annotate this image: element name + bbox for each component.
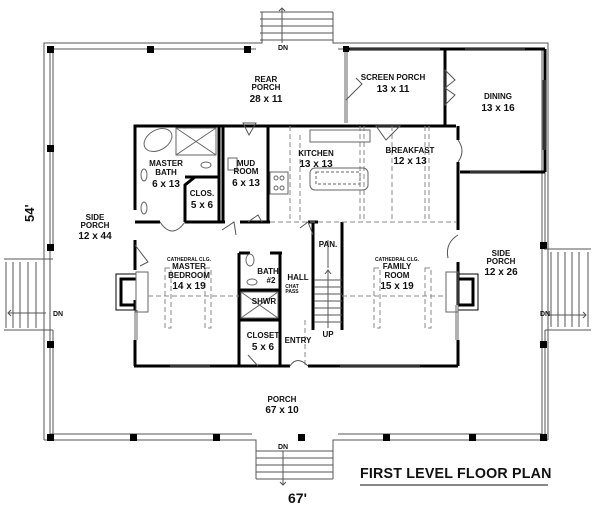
fireplace-left — [115, 271, 149, 313]
overall-depth-dimension: 54' — [22, 204, 37, 222]
room-dim: 12 x 44 — [78, 231, 112, 242]
overall-width-dimension: 67' — [288, 490, 307, 506]
room-master-bedroom: CATHEDRAL CLG. MASTER BEDROOM 14 x 19 — [167, 257, 212, 292]
room-dim: 5 x 6 — [191, 200, 214, 211]
room-dining: DINING 13 x 16 — [481, 92, 515, 114]
room-note: CATHEDRAL CLG. — [375, 257, 420, 263]
porch-columns — [47, 46, 547, 441]
room-name: FAMILY — [383, 262, 412, 271]
room-side-porch-left: SIDE PORCH 12 x 44 — [78, 213, 112, 242]
rear-stairs-dn-label: DN — [278, 45, 288, 52]
room-dim: 67 x 10 — [265, 405, 299, 416]
room-name: PORCH — [268, 395, 297, 404]
room-name: SIDE — [86, 213, 105, 222]
room-hall: HALL CHAT PASS — [285, 273, 309, 295]
room-name: CLOSET — [247, 331, 280, 340]
room-pantry: PAN. — [319, 240, 338, 249]
room-breakfast: BREAKFAST 12 x 13 — [386, 146, 435, 167]
doors — [134, 68, 463, 367]
left-railing — [49, 49, 54, 434]
room-name: ROOM — [385, 271, 410, 280]
room-name: PORCH — [81, 221, 110, 230]
room-name: SHWR — [252, 297, 277, 306]
interior-stair — [314, 240, 342, 328]
room-dim: 6 x 13 — [232, 178, 260, 189]
room-dim: 12 x 26 — [484, 267, 518, 278]
room-name: BATH — [257, 267, 279, 276]
kitchen-fixtures — [269, 129, 371, 195]
windows — [134, 48, 546, 367]
room-kitchen: KITCHEN 13 x 13 — [298, 149, 334, 170]
room-dim: 28 x 11 — [250, 94, 283, 105]
room-dim: 13 x 16 — [481, 103, 515, 114]
room-closet-master: CLOS. 5 x 6 — [190, 189, 214, 211]
room-name: MUD — [237, 159, 255, 168]
fireplace-right — [445, 271, 479, 313]
room-dim: 12 x 13 — [393, 156, 427, 167]
room-name: #2 — [267, 276, 276, 285]
right-stairs — [545, 248, 591, 331]
room-entry: ENTRY — [285, 336, 312, 345]
room-name: HALL — [287, 273, 308, 282]
room-note: CHAT — [285, 284, 299, 290]
room-name: BREAKFAST — [386, 146, 435, 155]
rear-stairs — [260, 7, 333, 43]
room-name: MASTER — [172, 262, 206, 271]
plan-title: FIRST LEVEL FLOOR PLAN — [360, 465, 552, 482]
room-name: ENTRY — [285, 336, 312, 345]
room-name: PORCH — [487, 257, 516, 266]
room-side-porch-right: SIDE PORCH 12 x 26 — [484, 249, 518, 278]
room-dim: 14 x 19 — [172, 281, 206, 292]
room-master-bath: MASTER BATH 6 x 13 — [149, 159, 183, 190]
room-bath2: BATH #2 — [257, 267, 279, 285]
right-stairs-dn-label: DN — [540, 311, 550, 318]
room-mud-room: MUD ROOM 6 x 13 — [232, 159, 260, 189]
interior-walls — [135, 126, 344, 366]
left-stairs — [4, 258, 53, 331]
room-name: PAN. — [319, 240, 338, 249]
stair-up-label: UP — [322, 330, 334, 339]
room-rear-porch: REAR PORCH 28 x 11 — [250, 75, 283, 105]
room-name: SIDE — [492, 249, 511, 258]
room-name: REAR — [255, 75, 278, 84]
room-dim: 13 x 11 — [377, 84, 410, 95]
room-dim: 13 x 13 — [299, 159, 333, 170]
left-stairs-dn-label: DN — [53, 311, 63, 318]
room-shower: SHWR — [252, 297, 277, 306]
ceiling-lines — [148, 126, 456, 366]
room-note: CATHEDRAL CLG. — [167, 257, 212, 263]
room-porch: PORCH 67 x 10 — [265, 395, 299, 416]
room-name: DINING — [484, 92, 512, 101]
room-name: MASTER — [149, 159, 183, 168]
room-screen-porch: SCREEN PORCH 13 x 11 — [361, 73, 426, 95]
room-closet-hall: CLOSET 5 x 6 — [247, 331, 280, 353]
room-family-room: CATHEDRAL CLG. FAMILY ROOM 15 x 19 — [375, 257, 420, 292]
title-underline — [360, 484, 548, 486]
room-dim: 6 x 13 — [152, 179, 180, 190]
bath-fixtures — [140, 127, 279, 319]
room-name: SCREEN PORCH — [361, 73, 426, 82]
room-name: KITCHEN — [298, 149, 334, 158]
room-dim: 5 x 6 — [252, 342, 275, 353]
front-stairs-dn-label: DN — [278, 444, 288, 451]
front-stairs — [256, 450, 333, 486]
room-name: BATH — [155, 168, 177, 177]
room-dim: 15 x 19 — [380, 281, 414, 292]
room-name: ROOM — [234, 167, 259, 176]
room-note: PASS — [285, 289, 299, 295]
room-name: CLOS. — [190, 189, 214, 198]
room-name: PORCH — [252, 83, 281, 92]
room-name: BEDROOM — [168, 271, 210, 280]
